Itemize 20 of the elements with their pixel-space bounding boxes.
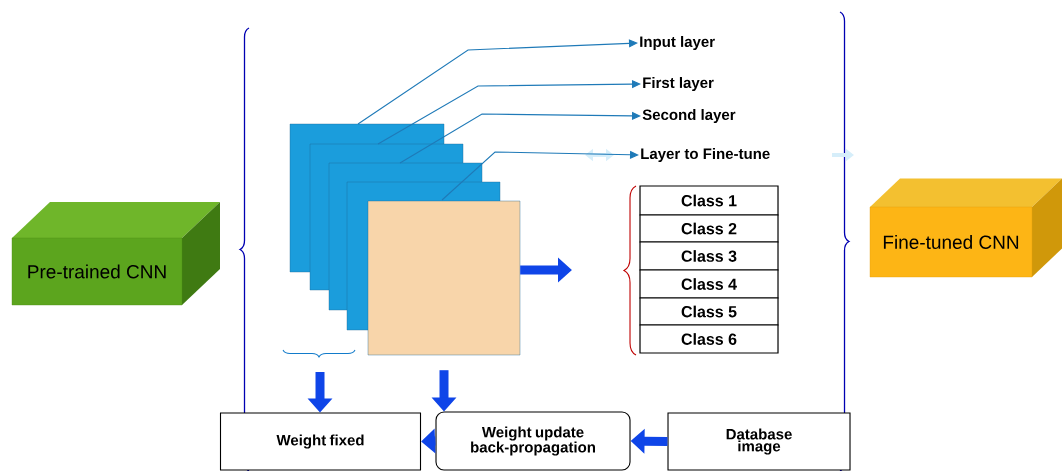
layer-label: Layer to Fine-tune (641, 148, 770, 162)
class-cell: Class 2 (639, 214, 779, 243)
cube-block: Fine-tuned CNN (869, 178, 1062, 278)
leader-line (377, 79, 641, 145)
class-cell: Class 5 (639, 297, 779, 326)
leader-line (357, 39, 638, 125)
class-cell: Class 4 (639, 269, 779, 299)
leader-line (399, 111, 641, 164)
class-cell: Class 1 (639, 185, 779, 216)
process-box: Database image (667, 412, 851, 471)
leader-line (441, 150, 639, 201)
cube-block: Pre-trained CNN (11, 201, 220, 306)
layer-label: Input layer (640, 36, 715, 50)
class-cell: Class 6 (639, 324, 779, 354)
feature-map (367, 200, 521, 356)
process-box: Weight update back-propagation (435, 411, 631, 471)
class-cell: Class 3 (639, 241, 779, 271)
process-box: Weight fixed (219, 412, 422, 471)
layer-label: Second layer (642, 109, 736, 123)
layer-label: First layer (643, 77, 714, 91)
